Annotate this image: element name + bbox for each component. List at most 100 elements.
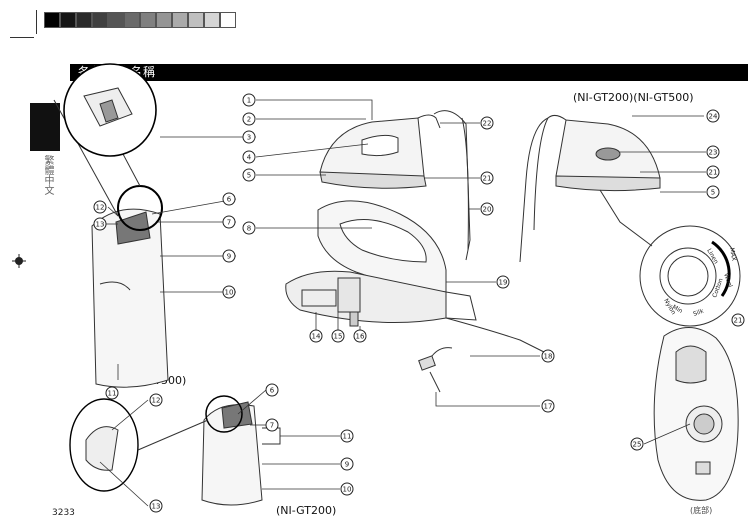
callout-number: 8: [247, 225, 251, 233]
dial-label-min: Min: [671, 304, 684, 315]
callout-number: 2: [247, 116, 251, 124]
crop-mark: [10, 37, 34, 38]
calibration-swatch: [124, 12, 140, 28]
callout-circle: [706, 165, 720, 179]
callout-circle: [222, 249, 236, 263]
page-number: 3233: [52, 508, 75, 518]
callout-number: 10: [225, 289, 234, 297]
callout-circle: [149, 499, 163, 513]
calibration-swatch: [204, 12, 220, 28]
callout-number: 11: [108, 390, 117, 398]
callout-number: 19: [499, 279, 508, 287]
language-tab-label: 繁體中文: [42, 155, 53, 195]
callout-circle: [480, 202, 494, 216]
callout-circle: [149, 393, 163, 407]
dial-label-linen: Linen: [705, 248, 719, 266]
callout-number: 24: [709, 113, 718, 121]
callout-number: 12: [96, 204, 105, 212]
callout-circle: [331, 329, 345, 343]
callout-circle: [265, 418, 279, 432]
callout-number: 7: [227, 219, 231, 227]
callout-number: 23: [709, 149, 718, 157]
callout-number: 7: [270, 422, 274, 430]
callout-number: 21: [709, 169, 718, 177]
callout-number: 5: [247, 172, 251, 180]
callout-number: 9: [227, 253, 231, 261]
magnified-detail: [63, 63, 157, 157]
bottom-view-caption: (底部): [690, 506, 713, 515]
cartridge-illustration-gt500: [53, 91, 169, 388]
model-label-gt200: (NI-GT200): [276, 504, 337, 517]
callout-number: 4: [247, 154, 252, 162]
calibration-swatch: [76, 12, 92, 28]
calibration-swatch: [172, 12, 188, 28]
calibration-swatch: [188, 12, 204, 28]
callout-circle: [731, 313, 745, 327]
callout-circle: [222, 192, 236, 206]
callout-number: 6: [227, 196, 232, 204]
callout-number: 17: [544, 403, 553, 411]
dial-label-cotton: Cotton: [711, 277, 724, 298]
model-label-gt200-gt500: (NI-GT200)(NI-GT500): [573, 91, 694, 104]
callout-number: 18: [544, 353, 553, 361]
dial-label-max: MAX: [728, 247, 737, 261]
callout-circle: [242, 93, 256, 107]
callout-circle: [242, 168, 256, 182]
calibration-swatch: [92, 12, 108, 28]
callout-circle: [105, 386, 119, 400]
callout-circle: [265, 383, 279, 397]
calibration-swatch: [156, 12, 172, 28]
iron-illustration-right: [519, 114, 661, 263]
callout-number: 10: [343, 486, 352, 494]
registration-mark-icon: [12, 254, 26, 268]
callout-circle: [496, 275, 510, 289]
callout-circle: [706, 109, 720, 123]
callout-number: 14: [312, 333, 321, 341]
temperature-dial: [599, 189, 741, 327]
callout-circle: [706, 145, 720, 159]
callout-circle: [480, 116, 494, 130]
callout-number: 22: [483, 120, 492, 128]
callout-circle: [480, 171, 494, 185]
callout-circle: [353, 329, 367, 343]
callout-circle: [309, 329, 323, 343]
calibration-swatch: [60, 12, 76, 28]
callout-circle: [222, 285, 236, 299]
dial-label-silk: Silk: [692, 307, 705, 317]
leader-lines: [99, 99, 706, 507]
callout-number: 3: [247, 134, 251, 142]
callout-number: 16: [356, 333, 365, 341]
plug-illustration: [418, 347, 453, 393]
callout-number: 1: [247, 97, 251, 105]
bottom-view-illustration: [653, 327, 739, 501]
callout-number: 13: [152, 503, 161, 511]
callout-circle: [93, 217, 107, 231]
callout-number: 15: [334, 333, 343, 341]
callout-circle: [541, 349, 555, 363]
callout-number: 25: [633, 441, 642, 449]
calibration-swatch: [44, 12, 60, 28]
callout-number: 20: [483, 206, 492, 214]
callout-number: 21: [483, 175, 492, 183]
calibration-swatch: [108, 12, 124, 28]
callout-circle: [242, 150, 256, 164]
callout-circle: [340, 457, 354, 471]
iron-illustration: [319, 110, 471, 261]
callout-number: 13: [96, 221, 105, 229]
callout-circle: [340, 429, 354, 443]
callout-circle: [242, 130, 256, 144]
callout-circle: [242, 221, 256, 235]
callout-circle: [242, 112, 256, 126]
callout-circle: [706, 185, 720, 199]
callout-number: 9: [345, 461, 349, 469]
callout-circle: [541, 399, 555, 413]
callout-number: 12: [152, 397, 161, 405]
base-station-illustration: [285, 200, 549, 355]
callout-circle: [93, 200, 107, 214]
callout-number: 5: [711, 189, 715, 197]
callout-number: 6: [270, 387, 275, 395]
